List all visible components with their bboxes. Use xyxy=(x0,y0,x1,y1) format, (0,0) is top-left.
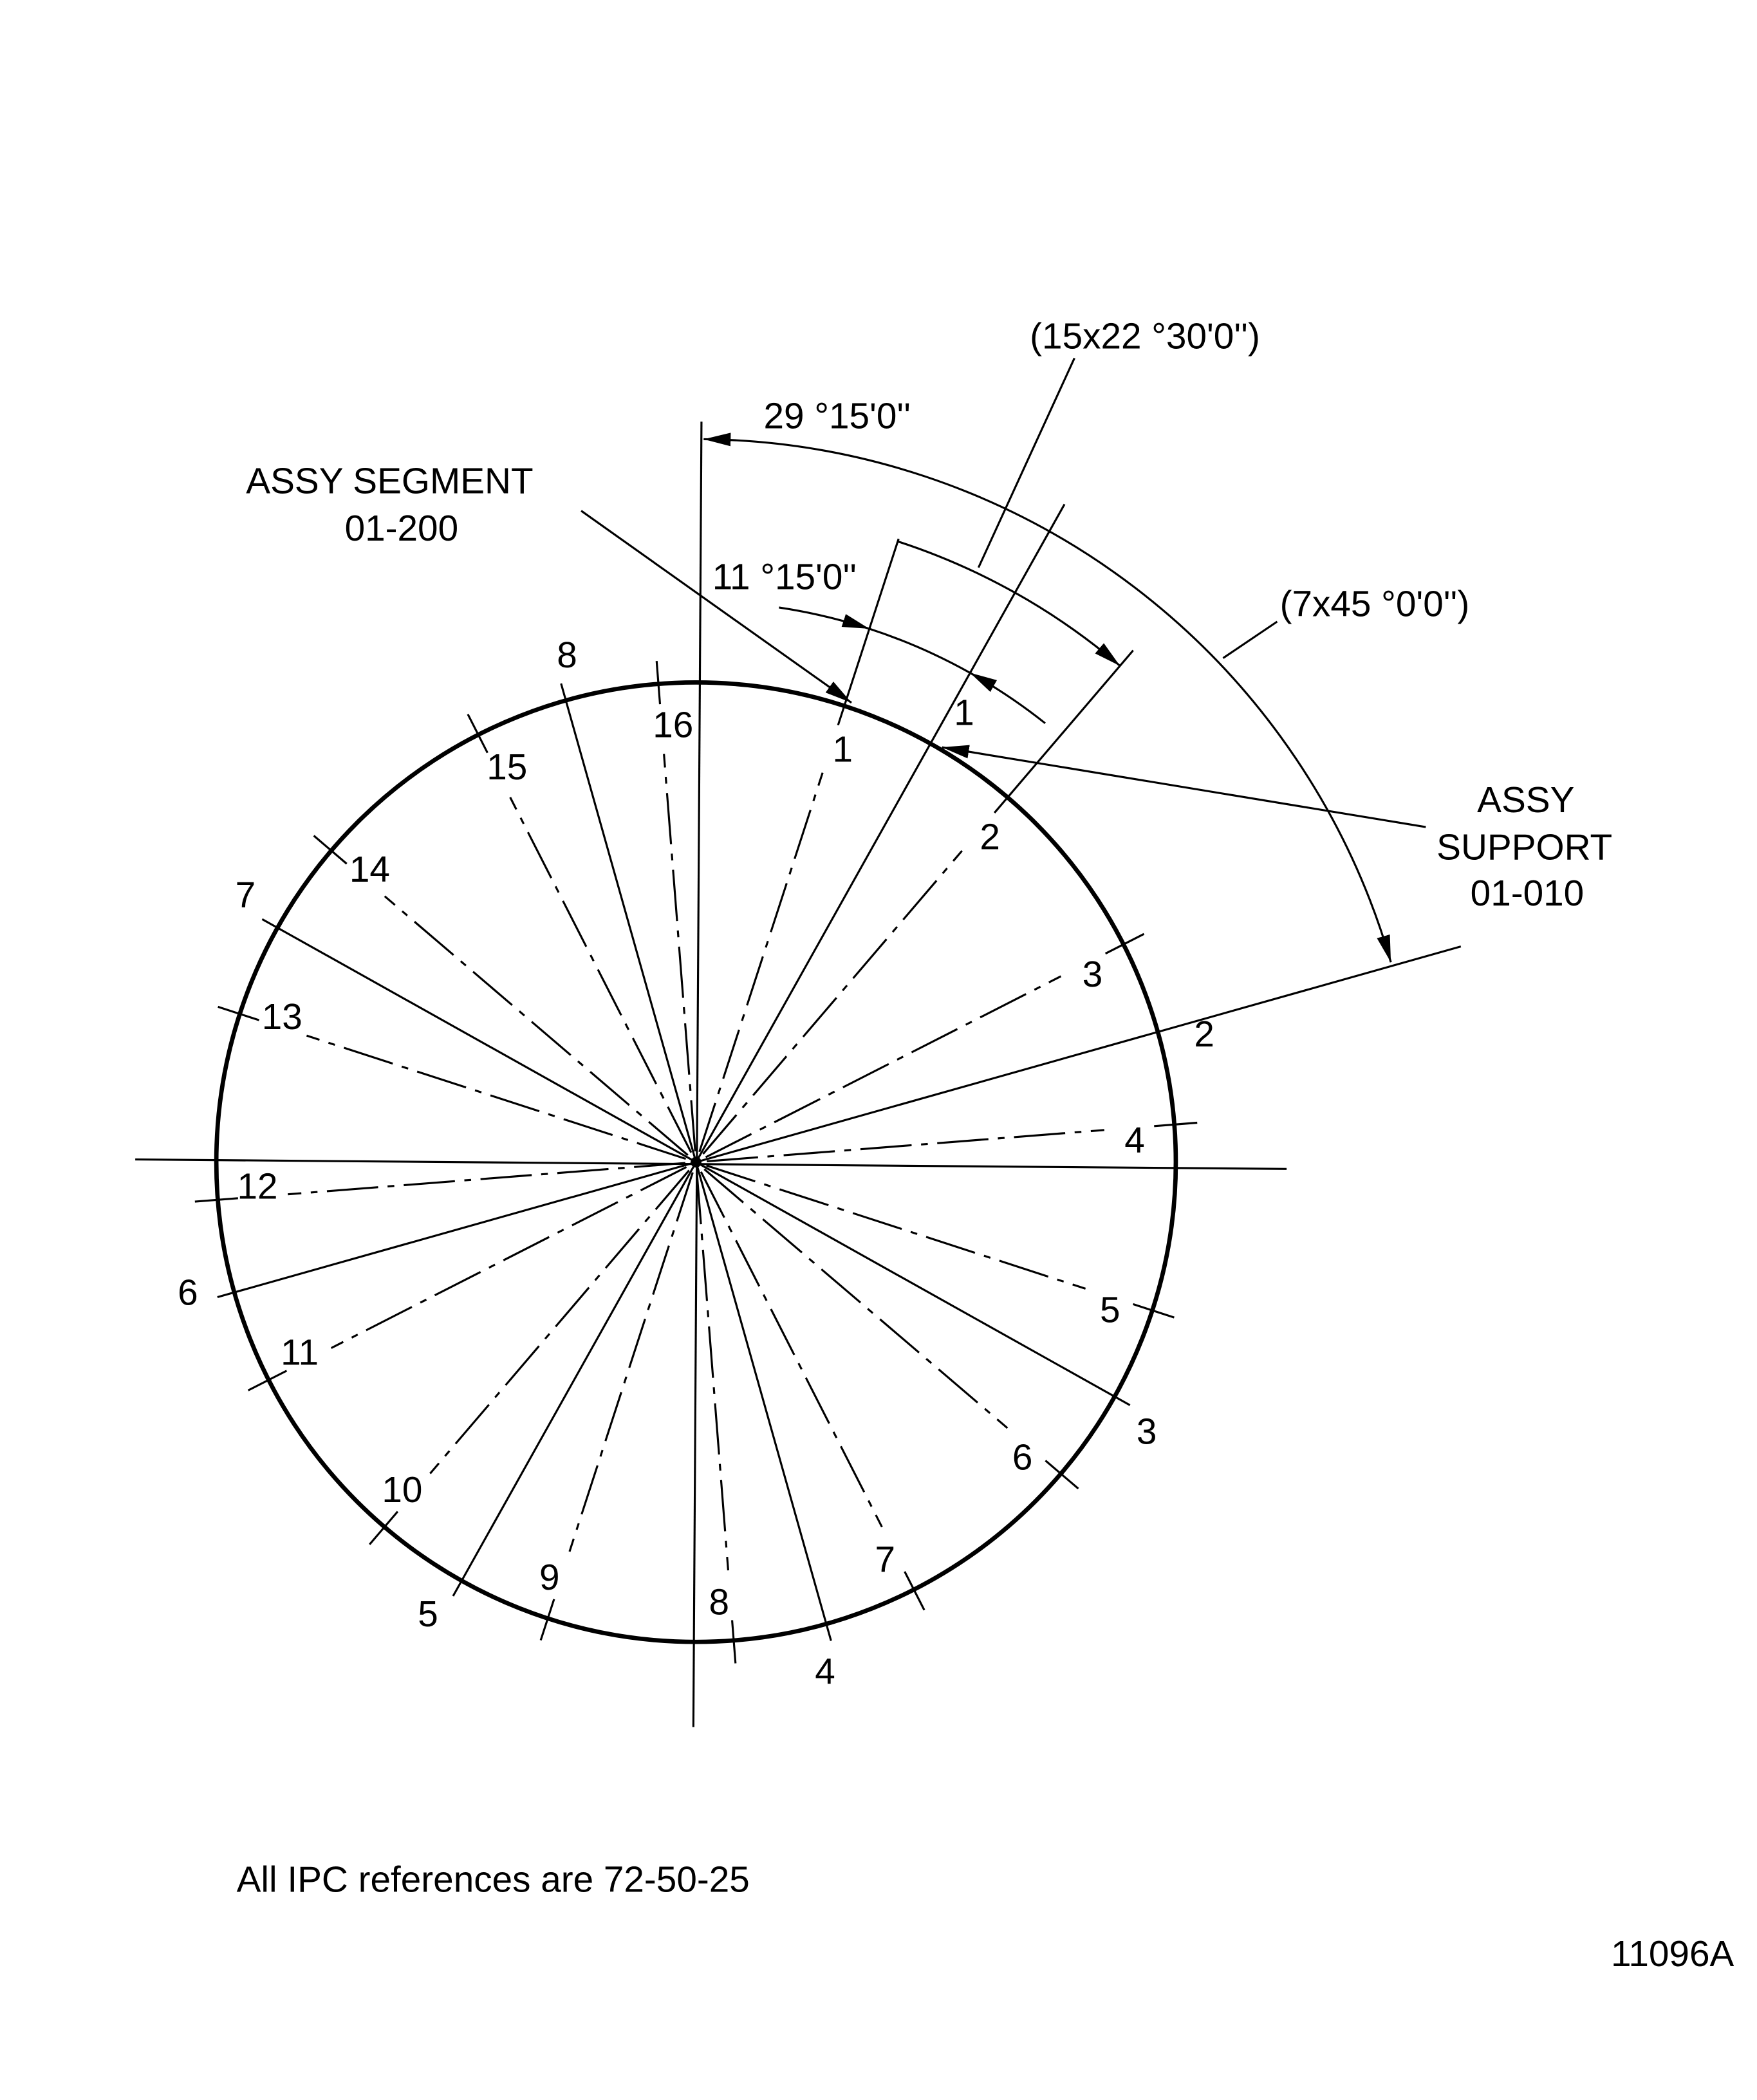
segment-tick xyxy=(904,1571,925,1611)
assy-support-label-2: SUPPORT xyxy=(1436,827,1612,868)
assy-segment-label: ASSY SEGMENT xyxy=(246,461,533,501)
assy-support-label-1: ASSY xyxy=(1477,780,1574,821)
segment-number-label: 13 xyxy=(262,997,302,1037)
segment-line xyxy=(330,1166,687,1350)
segment-number-label: 12 xyxy=(237,1166,278,1207)
support-line xyxy=(695,503,1066,1163)
segment-tick xyxy=(1045,1460,1079,1490)
segment-number-label: 8 xyxy=(709,1582,729,1622)
support-number-label: 6 xyxy=(178,1272,198,1313)
support-pitch-dimension: (7x45 °0'0'') xyxy=(1280,584,1470,624)
ipc-reference-note: All IPC references are 72-50-25 xyxy=(237,1860,750,1900)
segment-tick xyxy=(655,660,662,705)
segment-number-label: 4 xyxy=(1124,1120,1145,1161)
support-line xyxy=(452,1162,697,1597)
segment-line xyxy=(429,1169,690,1474)
support-line xyxy=(695,1162,832,1641)
support-number-label: 4 xyxy=(815,1651,835,1692)
segment-tick xyxy=(313,835,348,865)
horizontal-centerline xyxy=(135,1158,1287,1170)
support-line xyxy=(696,945,1462,1164)
vertical-centerline xyxy=(692,422,703,1727)
segment-number-label: 16 xyxy=(653,705,693,745)
support-number-label: 7 xyxy=(236,875,256,916)
segment-pitch-dimension-arc xyxy=(897,540,1121,667)
segment-line xyxy=(306,1034,687,1160)
assy-segment-leader xyxy=(581,510,852,704)
segment-number-label: 1 xyxy=(833,730,853,770)
segment-line xyxy=(698,772,824,1153)
support-number-label: 3 xyxy=(1137,1411,1157,1452)
segment-line xyxy=(568,1172,694,1552)
segment-line xyxy=(706,1164,1086,1290)
segment-offset-arrow-arc xyxy=(779,606,870,630)
figure-id: 11096A xyxy=(1611,1934,1734,1975)
segment-tick xyxy=(730,1620,737,1664)
support-number-label: 2 xyxy=(1194,1014,1214,1055)
segment-tick xyxy=(993,649,1134,813)
segment-tick xyxy=(1133,1303,1175,1319)
segment-offset-dimension: 11 °15'0'' xyxy=(712,557,857,597)
segment-line xyxy=(509,797,693,1153)
segment-line xyxy=(702,850,963,1155)
segment-tick xyxy=(369,1510,399,1545)
ring-outline xyxy=(214,680,1178,1644)
segment-line xyxy=(707,1129,1104,1163)
assy-support-number: 01-010 xyxy=(1471,873,1585,914)
segment-number-label: 6 xyxy=(1012,1437,1033,1478)
segment-tick xyxy=(1154,1121,1198,1128)
assy-support-leader xyxy=(942,745,1426,828)
segment-line xyxy=(663,754,696,1152)
segment-number-label: 3 xyxy=(1083,954,1103,995)
segment-number-label: 7 xyxy=(875,1540,896,1581)
segment-tick xyxy=(247,1370,288,1391)
support-number-label: 1 xyxy=(954,693,974,734)
support-offset-dimension-arc xyxy=(703,432,1392,963)
segment-number-label: 10 xyxy=(382,1470,422,1510)
segment-number-label: 5 xyxy=(1100,1290,1120,1331)
support-number-label: 8 xyxy=(557,635,577,676)
segment-pitch-leader xyxy=(977,357,1075,568)
support-pitch-leader xyxy=(1222,620,1278,659)
segment-number-label: 14 xyxy=(349,850,390,890)
segment-line xyxy=(288,1162,685,1196)
segment-line xyxy=(705,975,1062,1158)
support-line xyxy=(261,918,697,1164)
support-number-label: 5 xyxy=(418,1594,438,1635)
segment-tick xyxy=(539,1599,555,1641)
segment-line xyxy=(703,1168,1009,1429)
support-line xyxy=(695,1161,1131,1406)
segment-tick xyxy=(194,1197,238,1203)
segment-line xyxy=(700,1171,883,1528)
segment-offset-dimension-arc xyxy=(869,627,971,674)
support-line xyxy=(217,1161,696,1299)
segment-number-label: 15 xyxy=(487,747,527,788)
segment-line xyxy=(696,1173,730,1571)
support-offset-dimension: 29 °15'0'' xyxy=(764,396,911,437)
segment-number-label: 9 xyxy=(539,1557,560,1598)
segment-pitch-dimension: (15x22 °30'0'') xyxy=(1030,317,1260,357)
segment-tick xyxy=(218,1005,260,1021)
support-offset-arrow-arc xyxy=(969,672,1046,725)
segment-line xyxy=(384,895,689,1157)
segment-number-label: 2 xyxy=(980,817,1000,858)
assy-segment-number: 01-200 xyxy=(345,508,459,549)
segment-tick xyxy=(467,714,488,754)
segment-number-label: 11 xyxy=(281,1333,319,1373)
support-line xyxy=(560,683,698,1163)
